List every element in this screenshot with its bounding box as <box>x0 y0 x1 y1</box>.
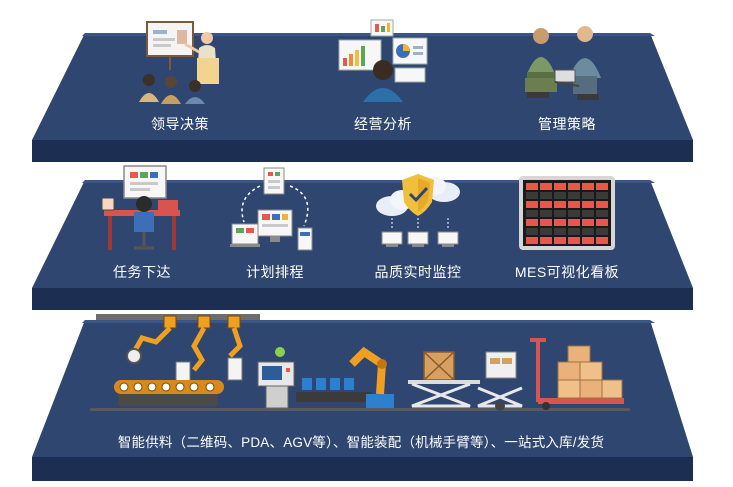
top-item-label-1: 经营分析 <box>354 116 412 132</box>
devices-network-icon <box>230 167 313 251</box>
desk-workstation-icon <box>101 165 180 250</box>
factory-automation-icon <box>90 314 630 411</box>
middle-item-label-0: 任务下达 <box>113 264 171 280</box>
middle-item-label-1: 计划排程 <box>246 264 304 280</box>
top-item-label-0: 领导决策 <box>151 116 209 132</box>
top-item-label-2: 管理策略 <box>538 116 596 132</box>
middle-item-label-3: MES可视化看板 <box>514 264 620 280</box>
cloud-shield-monitor-icon <box>376 174 460 247</box>
middle-item-label-2: 品质实时监控 <box>374 264 462 280</box>
analytics-dashboard-icon <box>338 19 428 102</box>
kanban-board-icon <box>519 176 615 250</box>
business-discussion-icon <box>525 26 601 100</box>
bottom-item-label-0: 智能供料（二维码、PDA、AGV等）、智能装配（机械手臂等）、一站式入库/发货 <box>117 435 605 450</box>
presentation-meeting-icon <box>139 21 219 104</box>
